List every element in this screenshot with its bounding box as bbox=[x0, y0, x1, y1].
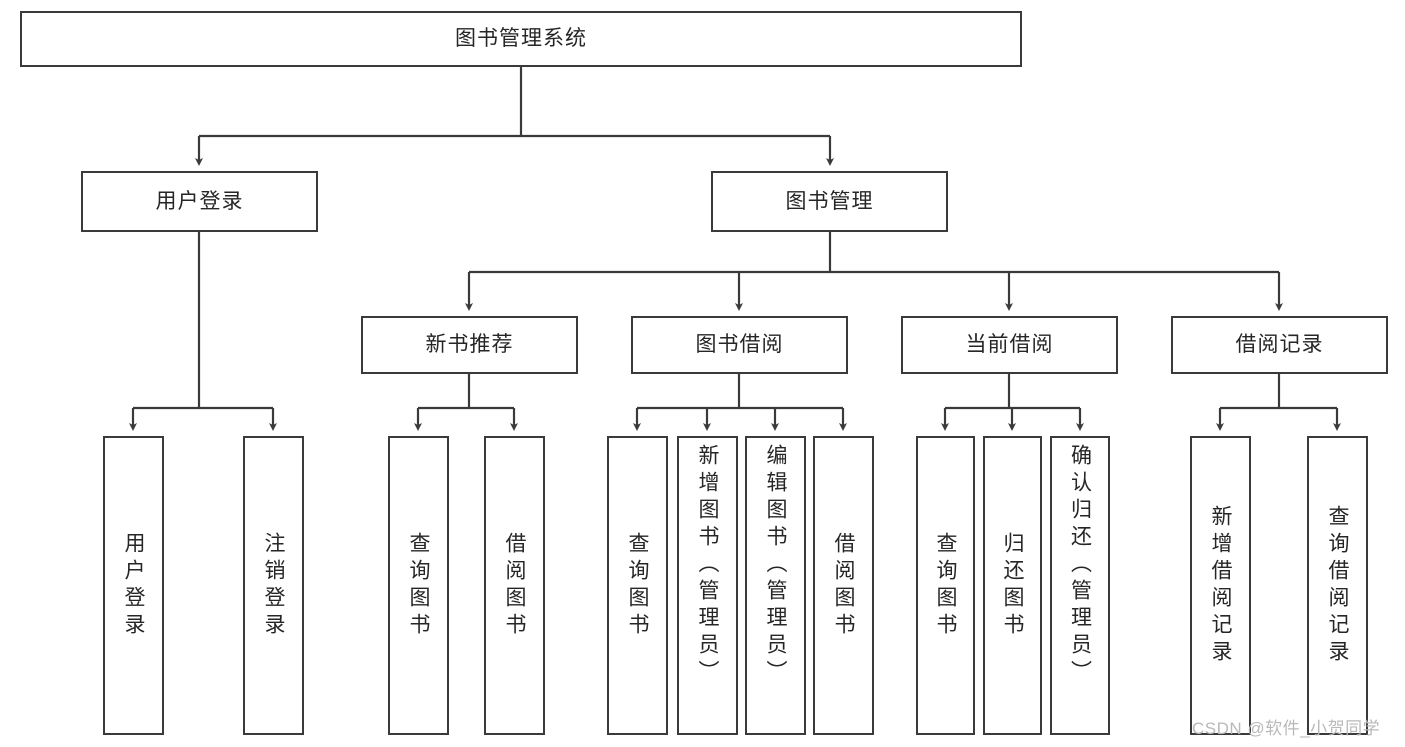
node-book-borrow[interactable]: 图书借阅 bbox=[631, 316, 848, 374]
leaf-user-login-label: 用户登录 bbox=[122, 531, 145, 640]
leaf-rec-borrow-book[interactable]: 借阅图书 bbox=[484, 436, 545, 735]
leaf-borrow-add-book[interactable]: 新增图书（管理员） bbox=[677, 436, 738, 735]
leaf-rec-query-book-label: 查询图书 bbox=[407, 531, 430, 640]
leaf-borrow-edit-book[interactable]: 编辑图书（管理员） bbox=[745, 436, 806, 735]
node-book-manage-label: 图书管理 bbox=[785, 189, 874, 213]
leaf-rec-borrow-book-label: 借阅图书 bbox=[503, 531, 526, 640]
leaf-record-query-label: 查询借阅记录 bbox=[1326, 504, 1349, 667]
leaf-user-login[interactable]: 用户登录 bbox=[103, 436, 164, 735]
leaf-record-add[interactable]: 新增借阅记录 bbox=[1190, 436, 1251, 735]
leaf-record-add-label: 新增借阅记录 bbox=[1209, 504, 1232, 667]
node-borrow-record-label: 借阅记录 bbox=[1235, 333, 1324, 357]
node-user-login-label: 用户登录 bbox=[155, 189, 244, 213]
leaf-borrow-add-book-label: 新增图书（管理员） bbox=[696, 444, 719, 687]
node-current-borrow-label: 当前借阅 bbox=[965, 333, 1054, 357]
leaf-borrow-query-book[interactable]: 查询图书 bbox=[607, 436, 668, 735]
node-current-borrow[interactable]: 当前借阅 bbox=[901, 316, 1118, 374]
leaf-cur-return-book[interactable]: 归还图书 bbox=[983, 436, 1042, 735]
leaf-borrow-do-book-label: 借阅图书 bbox=[832, 531, 855, 640]
leaf-cur-confirm-return[interactable]: 确认归还（管理员） bbox=[1050, 436, 1110, 735]
leaf-cur-return-book-label: 归还图书 bbox=[1001, 531, 1024, 640]
leaf-cur-query-book-label: 查询图书 bbox=[934, 531, 957, 640]
node-borrow-record[interactable]: 借阅记录 bbox=[1171, 316, 1388, 374]
node-root[interactable]: 图书管理系统 bbox=[20, 11, 1022, 67]
leaf-logout-login[interactable]: 注销登录 bbox=[243, 436, 304, 735]
csdn-watermark: CSDN @软件_小贺同学 bbox=[1192, 719, 1381, 738]
leaf-borrow-do-book[interactable]: 借阅图书 bbox=[813, 436, 874, 735]
node-book-manage[interactable]: 图书管理 bbox=[711, 171, 948, 232]
node-book-borrow-label: 图书借阅 bbox=[695, 333, 784, 357]
node-new-book-rec-label: 新书推荐 bbox=[425, 333, 514, 357]
leaf-borrow-query-book-label: 查询图书 bbox=[626, 531, 649, 640]
leaf-record-query[interactable]: 查询借阅记录 bbox=[1307, 436, 1368, 735]
node-root-label: 图书管理系统 bbox=[455, 27, 587, 51]
node-user-login[interactable]: 用户登录 bbox=[81, 171, 318, 232]
leaf-cur-confirm-return-label: 确认归还（管理员） bbox=[1068, 444, 1092, 687]
leaf-rec-query-book[interactable]: 查询图书 bbox=[388, 436, 449, 735]
leaf-borrow-edit-book-label: 编辑图书（管理员） bbox=[764, 444, 787, 687]
leaf-cur-query-book[interactable]: 查询图书 bbox=[916, 436, 975, 735]
leaf-logout-login-label: 注销登录 bbox=[262, 531, 285, 640]
node-new-book-rec[interactable]: 新书推荐 bbox=[361, 316, 578, 374]
